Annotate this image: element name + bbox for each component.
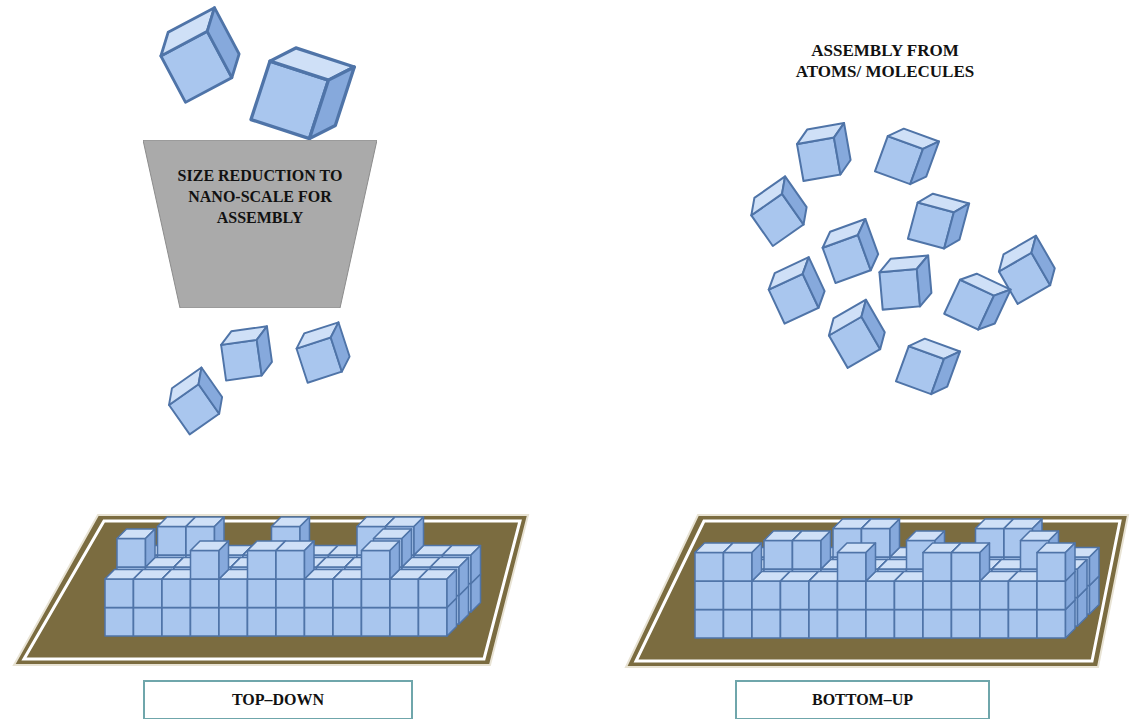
left-plate: [14, 515, 528, 665]
method-title: TOP–DOWN: [232, 690, 324, 711]
cube: [153, 8, 248, 103]
cube: [162, 368, 229, 435]
cube: [191, 541, 229, 579]
cube: [117, 529, 155, 567]
cube: [276, 541, 314, 579]
label-box: TOP–DOWN: [143, 680, 413, 719]
assembly-caption: ASSEMBLY FROM ATOMS/ MOLECULES: [790, 40, 980, 83]
funnel-text: SIZE REDUCTION TO NANO-SCALE FOR ASSEMBL…: [174, 166, 346, 228]
right-plate: [626, 515, 1128, 667]
cube: [293, 322, 353, 382]
cube: [875, 124, 939, 188]
method-title: BOTTOM–UP: [812, 690, 913, 711]
cube: [838, 543, 876, 581]
cube: [908, 191, 969, 252]
top-down-stack: [105, 517, 481, 636]
cube: [795, 123, 853, 181]
cube: [744, 176, 814, 246]
cube: [823, 300, 891, 368]
cube: [952, 543, 990, 581]
cube: [793, 531, 831, 569]
cube: [944, 268, 1010, 334]
cube: [1037, 543, 1075, 581]
cube: [896, 334, 960, 398]
cube: [251, 42, 354, 145]
cube: [219, 326, 273, 380]
cube: [362, 541, 400, 579]
label-box: BOTTOM–UP: [735, 680, 990, 719]
atoms: [744, 123, 1061, 398]
cube: [724, 543, 762, 581]
cube: [878, 255, 932, 309]
funnel-shape: SIZE REDUCTION TO NANO-SCALE FOR ASSEMBL…: [143, 140, 377, 308]
bottom-up-stack: [695, 519, 1099, 638]
cube: [763, 257, 829, 323]
cube: [818, 219, 882, 283]
cube: [419, 570, 457, 608]
